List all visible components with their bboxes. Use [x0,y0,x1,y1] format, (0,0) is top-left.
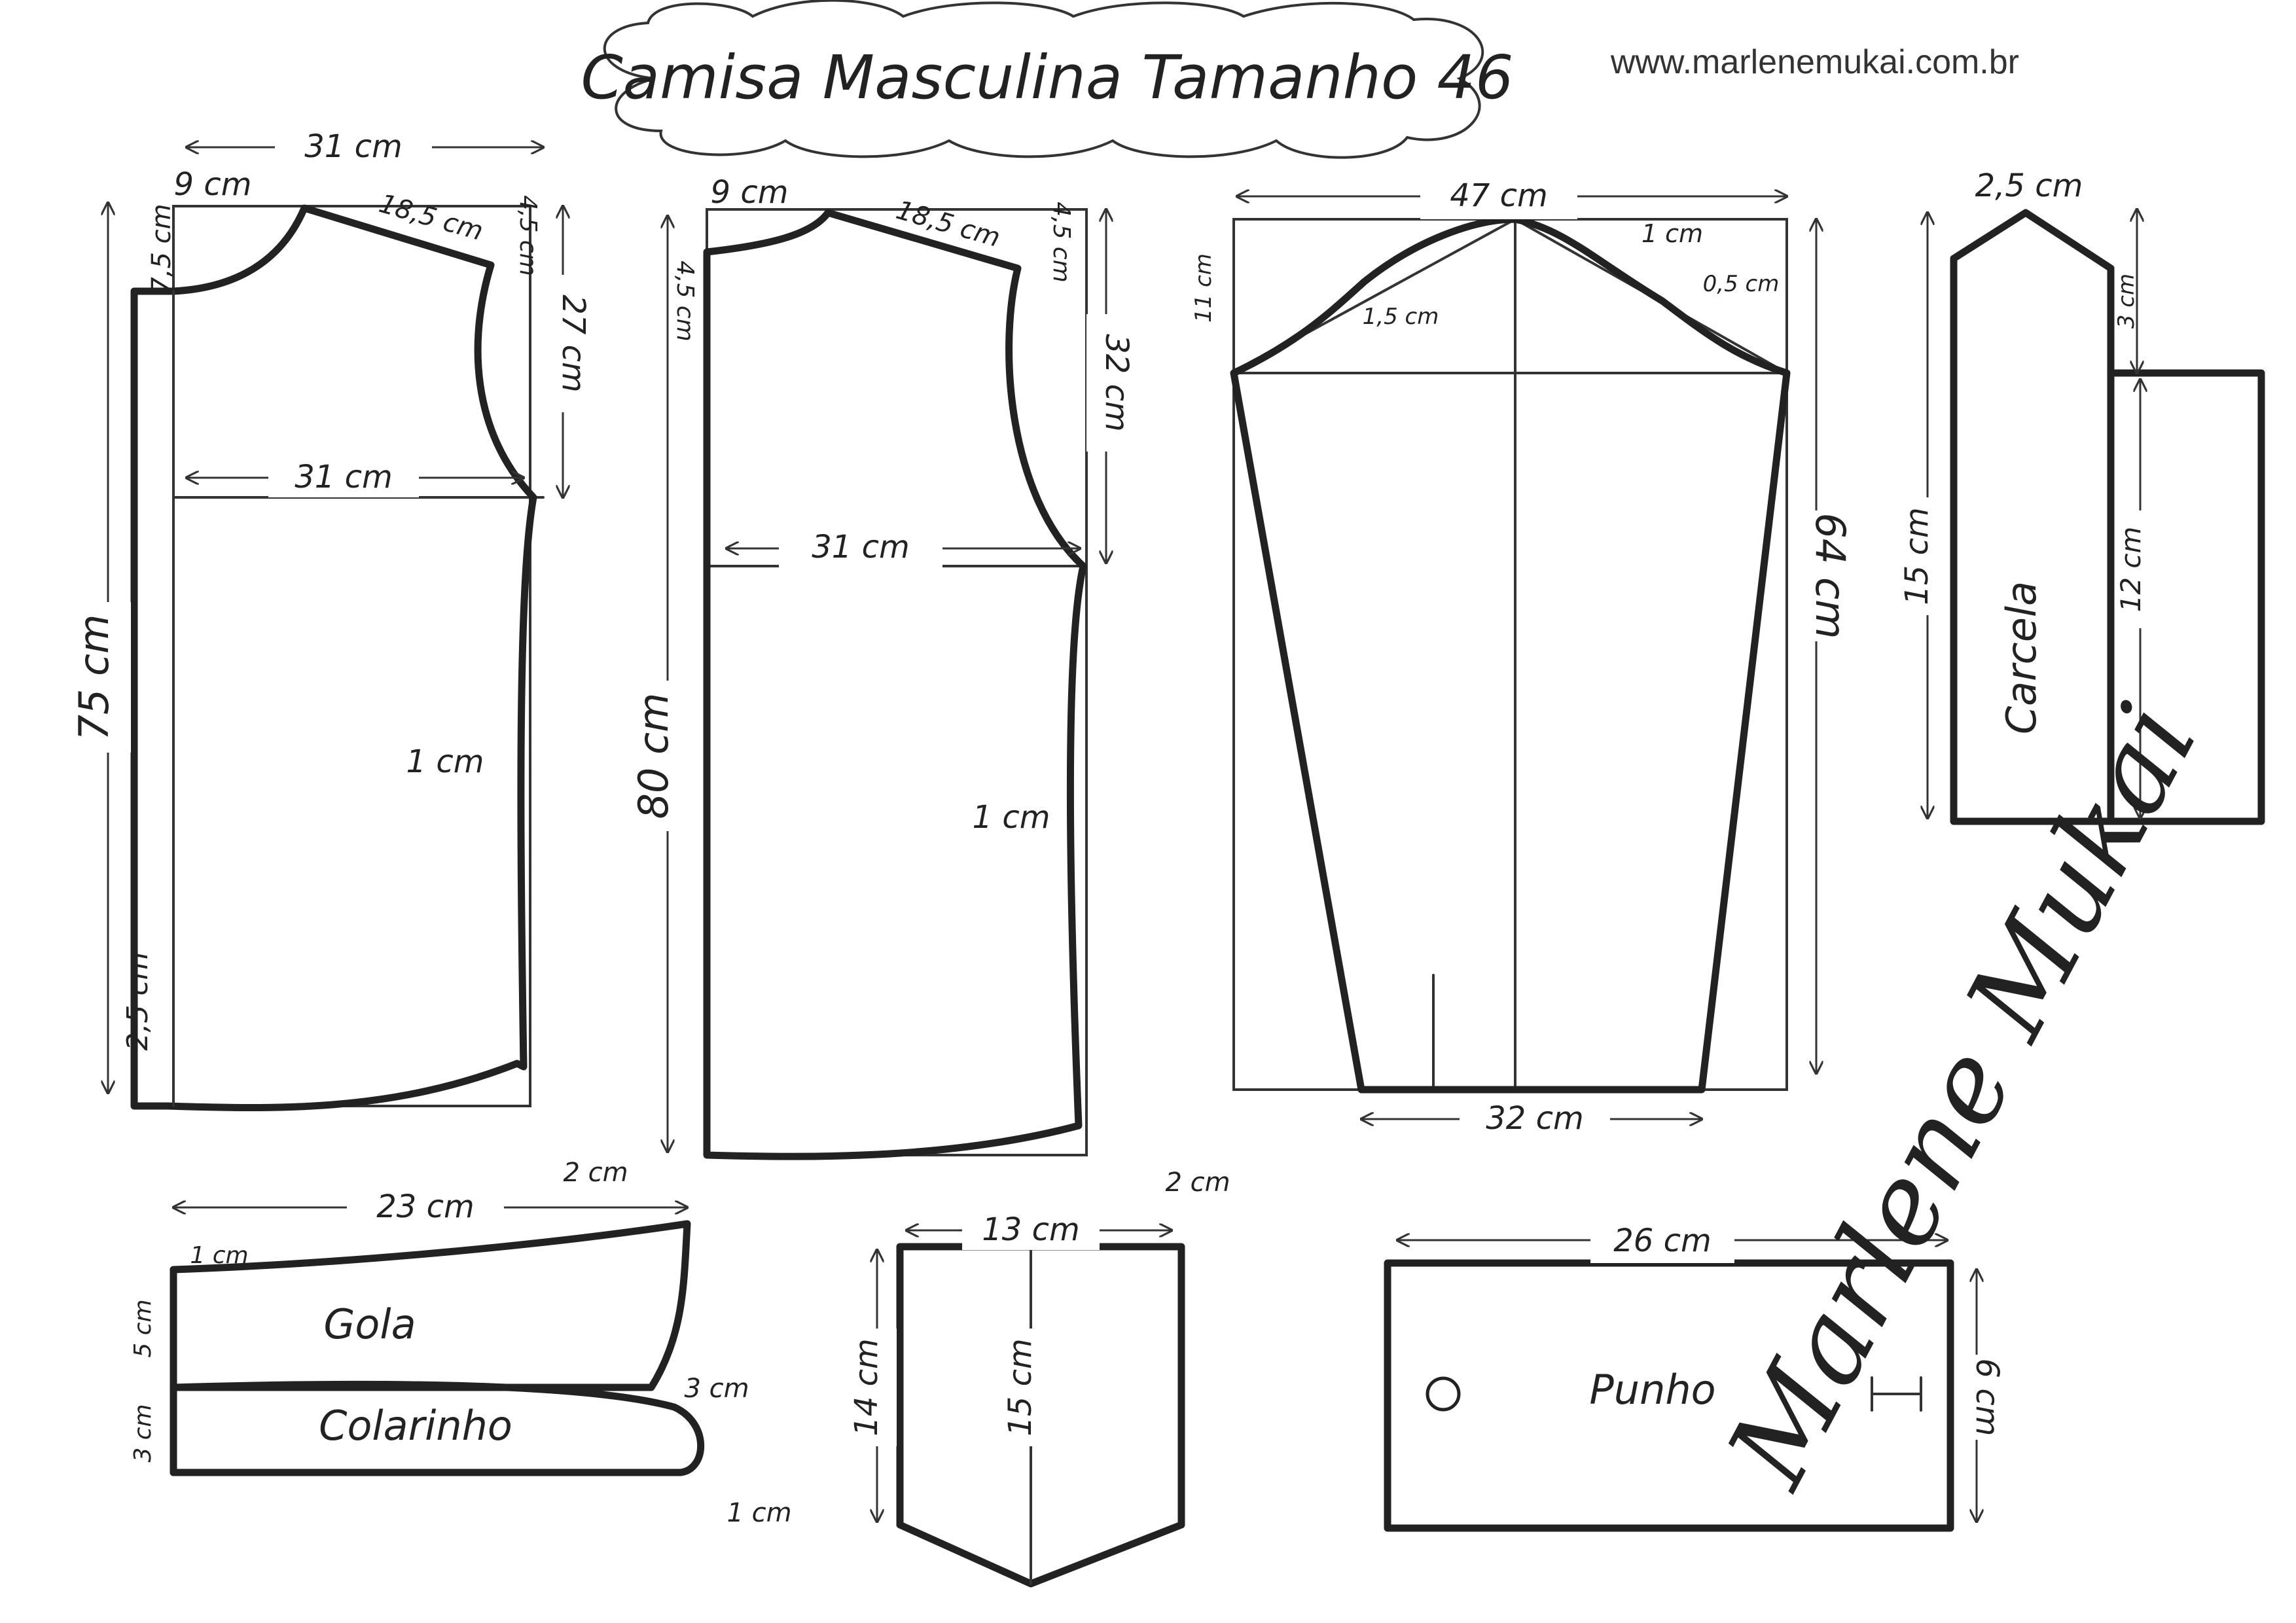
dim-label-bg [275,118,432,170]
dim-label-bg [2121,510,2160,628]
sleeve-cuff-width-label: 32 cm [1486,1100,1583,1137]
pocket-side-label: 14 cm [848,1338,885,1436]
dim-label-bg [268,452,419,497]
sleeve-cap-out-label: 1 cm [1641,219,1703,248]
cuff-width-label: 26 cm [1613,1222,1711,1259]
dim-label-bg [1086,314,1126,452]
carcela-length-label: 15 cm [1899,507,1935,605]
collar-piece: 23 cm 1 cm Gola Colarinho 5 cm 3 cm 3 cm… [130,1181,792,1528]
front-placket-label: 2,5 cm [121,952,154,1050]
front-shoulder-drop-label: 4,5 cm [514,195,541,276]
front-bodice-piece: 31 cm 9 cm 7,5 cm 18,5 cm 4,5 cm 27 cm 3… [70,118,628,1188]
dim-label-bg [779,524,942,569]
back-length-label: 80 cm [630,692,677,819]
carcela-width-label: 2,5 cm [1975,168,2083,204]
buttonhole-marker [1871,1376,1922,1412]
gola-name-label: Gola [323,1300,416,1348]
sleeve-cap-in-label: 1,5 cm [1363,304,1439,330]
back-shoulder-drop-label: 4,5 cm [1048,202,1075,283]
front-side-in-label: 1 cm [406,743,484,780]
front-length-label: 75 cm [70,614,118,740]
dim-label-bg [1590,1217,1734,1263]
colarinho-outline [170,1380,705,1476]
cuff-height-label: 6 cm [1969,1359,2005,1436]
gola-outline [170,1220,691,1391]
back-guide-rect [706,208,1088,1156]
gola-height-label: 5 cm [130,1299,156,1357]
back-neck-depth-label: 4,5 cm [672,260,698,342]
back-hem-label: 2 cm [1165,1168,1230,1198]
pocket-outline [896,1243,1185,1588]
pocket-width-label: 13 cm [982,1211,1079,1248]
sleeve-cap-back-label: 0,5 cm [1703,271,1780,297]
website-url: www.marlenemukai.com.br [1610,43,2019,81]
carcela-tip-label: 3 cm [2113,274,2140,329]
dim-label-bg [543,275,583,412]
cuff-name-label: Punho [1589,1366,1715,1414]
page-title: Camisa Masculina Tamanho 46 [581,43,1513,113]
dim-label-bg [1908,497,1947,615]
pocket-piece: 13 cm 14 cm 15 cm [848,1207,1185,1588]
front-width-top-label: 31 cm [304,128,402,165]
sleeve-width-label: 47 cm [1450,177,1547,214]
sleeve-length-label: 64 cm [1806,512,1854,639]
back-bodice-piece: 9 cm 4,5 cm 18,5 cm 4,5 cm 32 cm 31 cm 8… [630,174,1230,1198]
sleeve-piece: 47 cm 11 cm 1,5 cm 1 cm 0,5 cm 64 cm 32 … [1191,170,1854,1142]
colarinho-name-label: Colarinho [319,1402,512,1450]
front-chest-width-label: 31 cm [295,459,392,495]
back-neck-width-label: 9 cm [711,174,789,211]
collar-point-label: 3 cm [684,1374,749,1404]
dim-label-bg [85,602,131,753]
dim-label-bg [962,1207,1100,1250]
dim-label-bg [1420,170,1577,219]
carcela-slit-label: 12 cm [2115,527,2147,613]
dim-label-bg [1957,1355,1996,1440]
button-marker [1426,1376,1461,1412]
collar-band-end-label: 1 cm [726,1498,791,1528]
front-armhole-depth-label: 27 cm [555,294,592,392]
dim-label-bg [645,681,691,831]
back-armhole-depth-label: 32 cm [1098,334,1135,431]
title-cloud: Camisa Masculina Tamanho 46 [581,0,1514,159]
dim-label-bg [857,1329,897,1446]
pocket-center-label: 15 cm [1002,1338,1039,1436]
collar-rise-label: 1 cm [190,1242,248,1269]
carcela-name-label: Carcela [1998,581,2045,734]
carcela-piece: 2,5 cm 3 cm 15 cm 12 cm Carcela [1899,168,2265,825]
dim-label-bg [1460,1096,1610,1142]
colarinho-height-label: 3 cm [130,1404,156,1462]
back-outline [703,209,1087,1160]
back-chest-width-label: 31 cm [812,529,909,565]
back-side-in-label: 1 cm [973,799,1050,836]
cuff-piece: 26 cm Punho 6 cm [1384,1217,2005,1532]
sleeve-guide-rect [1232,218,1788,1091]
dim-label-bg [347,1181,504,1230]
front-outline [130,204,537,1111]
front-neck-width-label: 9 cm [174,166,252,203]
dim-label-bg [1011,1329,1050,1446]
collar-length-label: 23 cm [376,1188,474,1225]
front-hem-label: 2 cm [563,1158,628,1188]
dim-label-bg [1793,510,1839,641]
sleeve-cap-height-label: 11 cm [1191,253,1217,323]
carcela-outline [1950,209,2265,825]
sleeve-outline [1230,215,1791,1094]
front-neck-depth-label: 7,5 cm [147,204,177,293]
